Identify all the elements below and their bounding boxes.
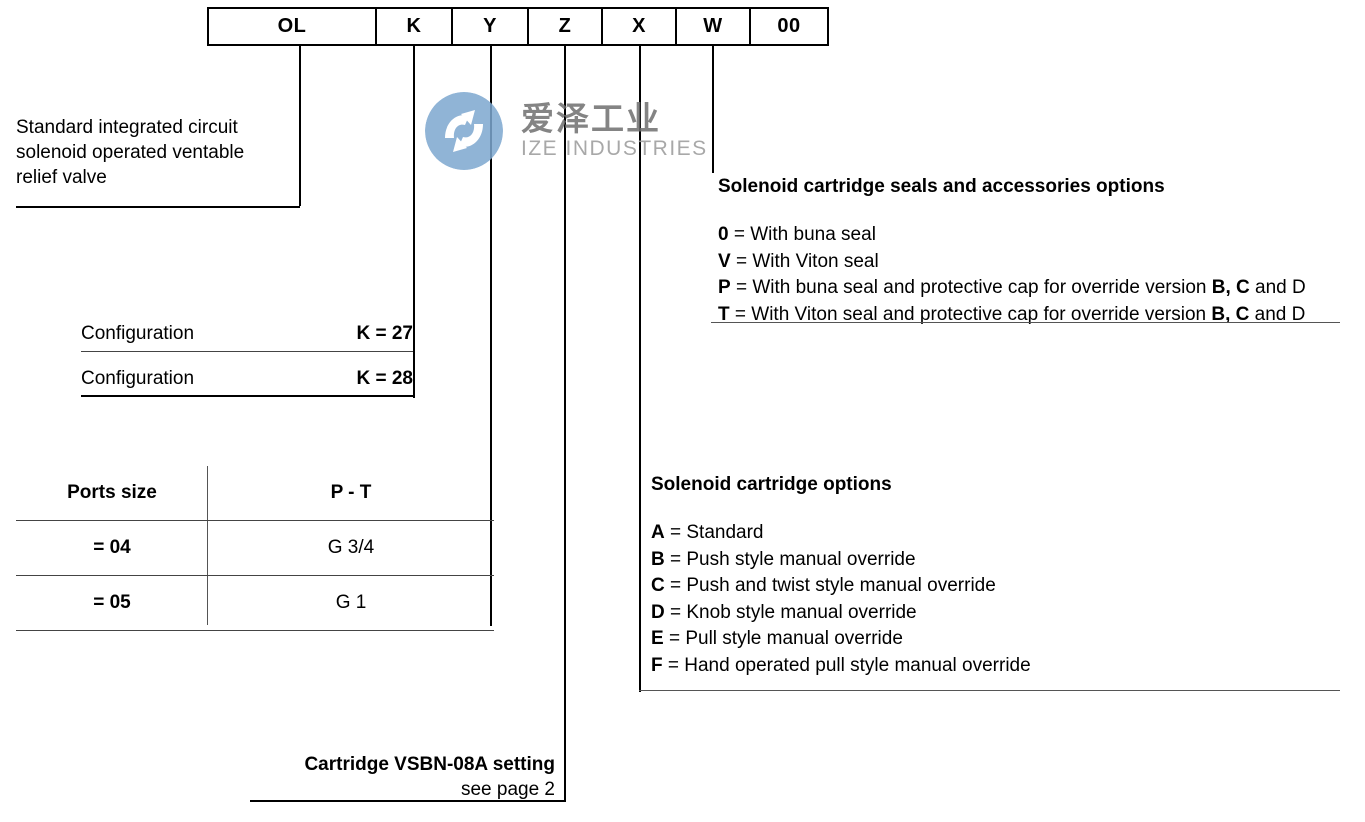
description-block: Standard integrated circuit solenoid ope…	[16, 115, 300, 190]
seals-option-code-0: 0	[718, 224, 729, 245]
code-cell-x: X	[603, 9, 677, 44]
seals-option-text-t: = With Viton seal and protective cap for…	[729, 303, 1212, 325]
cartridge-options-block: Solenoid cartridge options A = Standard …	[651, 474, 1251, 679]
ize-logo-icon	[425, 92, 503, 170]
code-cell-k: K	[377, 9, 453, 44]
configuration-value-27: K = 27	[356, 323, 413, 344]
ports-value-04: G 3/4	[208, 520, 494, 576]
cartridge-option-b: B = Push style manual override	[651, 547, 1251, 574]
code-cell-ol: OL	[209, 9, 377, 44]
ports-size-04: = 04	[16, 520, 208, 576]
description-line-2: solenoid operated ventable	[16, 142, 245, 163]
connector-z	[564, 46, 566, 802]
cartridge-option-code-a: A	[651, 522, 665, 543]
description-underline	[16, 206, 300, 208]
cartridge-option-code-d: D	[651, 601, 665, 623]
seals-options-title: Solenoid cartridge seals and accessories…	[718, 176, 1165, 197]
ports-row-05: = 05 G 1	[16, 575, 494, 631]
configuration-label-28: Configuration	[81, 367, 195, 389]
seals-options-underline	[711, 322, 1340, 323]
cartridge-option-e: E = Pull style manual override	[651, 626, 1251, 653]
watermark: 爱泽工业 IZE INDUSTRIES	[425, 92, 708, 170]
configuration-value-28: K = 28	[356, 367, 413, 389]
seals-option-refs-p: B, C	[1211, 277, 1250, 298]
seals-option-code-v: V	[718, 250, 731, 272]
ports-size-table: Ports size P - T = 04 G 3/4 = 05 G 1	[16, 466, 494, 631]
code-cell-w: W	[677, 9, 751, 44]
seals-option-text-v: = With Viton seal	[730, 250, 879, 272]
cartridge-option-c: C = Push and twist style manual override	[651, 573, 1251, 600]
connector-y	[490, 46, 492, 626]
cartridge-option-text-e: = Pull style manual override	[663, 628, 903, 649]
cartridge-options-underline	[639, 690, 1340, 691]
cartridge-option-d: D = Knob style manual override	[651, 600, 1251, 627]
cartridge-setting-underline	[250, 800, 564, 802]
ports-row-04: = 04 G 3/4	[16, 520, 494, 576]
cartridge-option-code-b: B	[651, 548, 665, 570]
cartridge-option-code-f: F	[651, 654, 663, 676]
cartridge-option-text-d: = Knob style manual override	[664, 601, 917, 623]
code-cell-z: Z	[529, 9, 603, 44]
cartridge-setting-note: see page 2	[460, 779, 555, 800]
watermark-cn: 爱泽工业	[521, 99, 661, 138]
connector-k	[413, 46, 415, 398]
connector-x	[639, 46, 641, 692]
cartridge-option-code-c: C	[651, 575, 665, 596]
seals-option-code-p: P	[718, 277, 731, 298]
seals-option-refs-t: B, C	[1211, 303, 1250, 325]
code-cell-00: 00	[777, 15, 801, 37]
seals-options-block: Solenoid cartridge seals and accessories…	[718, 176, 1338, 328]
cartridge-option-text-c: = Push and twist style manual override	[664, 575, 996, 596]
seals-option-tail-t: and D	[1249, 303, 1306, 325]
cartridge-option-a: A = Standard	[651, 520, 1251, 547]
model-code-row: OL K Y Z X W 00	[207, 7, 829, 46]
ports-header-row: Ports size P - T	[16, 466, 494, 521]
seals-option-0: 0 = With buna seal	[718, 222, 1338, 249]
cartridge-option-text-b: = Push style manual override	[664, 548, 916, 570]
code-cell-y: Y	[453, 9, 529, 44]
cartridge-option-code-e: E	[651, 628, 664, 649]
cartridge-options-title: Solenoid cartridge options	[651, 474, 892, 495]
cartridge-option-text-f: = Hand operated pull style manual overri…	[662, 654, 1031, 676]
ports-header-size: Ports size	[67, 482, 157, 503]
configuration-row-28: Configuration K = 28	[81, 362, 413, 397]
ports-size-05: = 05	[16, 575, 208, 631]
configuration-label-27: Configuration	[81, 323, 195, 344]
seals-option-code-t: T	[718, 303, 730, 325]
configuration-row-27: Configuration K = 27	[81, 317, 413, 352]
cartridge-option-text-a: = Standard	[664, 522, 764, 543]
seals-option-text-0: = With buna seal	[728, 224, 876, 245]
seals-option-t: T = With Viton seal and protective cap f…	[718, 302, 1338, 329]
watermark-text: 爱泽工业 IZE INDUSTRIES	[521, 101, 708, 161]
watermark-en: IZE INDUSTRIES	[521, 137, 708, 160]
cartridge-setting-title: Cartridge VSBN-08A setting	[304, 754, 555, 775]
connector-w	[712, 46, 714, 173]
ports-header-pt: P - T	[330, 482, 372, 503]
seals-option-text-p: = With buna seal and protective cap for …	[730, 277, 1212, 298]
cartridge-option-f: F = Hand operated pull style manual over…	[651, 653, 1251, 680]
seals-option-v: V = With Viton seal	[718, 249, 1338, 276]
description-line-3: relief valve	[16, 167, 107, 188]
seals-option-tail-p: and D	[1249, 277, 1306, 298]
description-line-1: Standard integrated circuit	[16, 117, 238, 138]
seals-option-p: P = With buna seal and protective cap fo…	[718, 275, 1338, 302]
connector-ol	[299, 46, 301, 206]
cartridge-setting-block: Cartridge VSBN-08A setting see page 2	[250, 752, 555, 802]
ports-value-05: G 1	[208, 575, 494, 631]
